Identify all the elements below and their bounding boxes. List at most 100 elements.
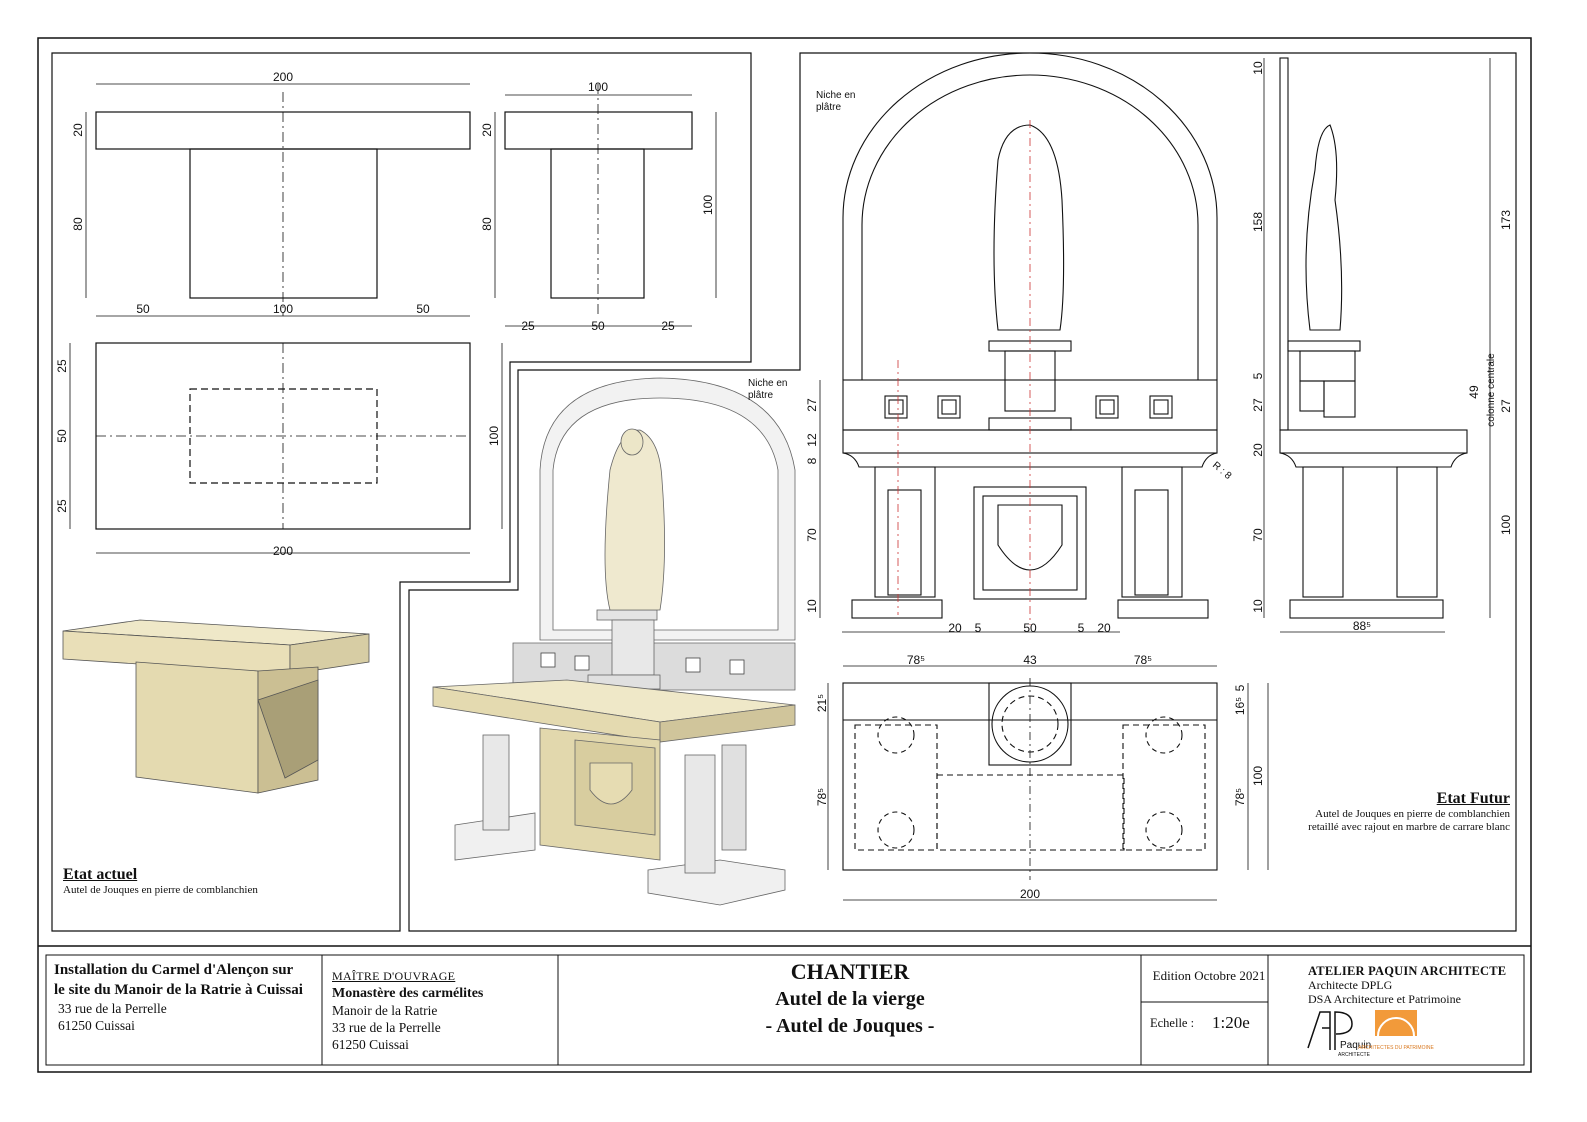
title-block-grid — [45, 954, 1525, 1066]
etat-futur-description-2: retaillé avec rajout en marbre de carrar… — [1308, 821, 1510, 833]
project-title: Installation du Carmel d'Alençon sur le … — [54, 962, 303, 998]
dim-plan-21-5: 21⁵ — [815, 694, 829, 712]
dim-plan-78-5-left: 78⁵ — [907, 653, 925, 667]
dim-side-20b: 20 — [1251, 443, 1265, 457]
note-colonne: colonne centrale — [1486, 353, 1497, 427]
chantier-sub-2: - Autel de Jouques - — [765, 1015, 935, 1037]
architect-name: ATELIER PAQUIN ARCHITECTE — [1308, 964, 1507, 978]
etat-actuel-description: Autel de Jouques en pierre de comblanchi… — [63, 884, 258, 896]
maitre-label: MAÎTRE D'OUVRAGE — [332, 969, 456, 983]
maitre-line-2: 33 rue de la Perrelle — [332, 1020, 441, 1035]
dim-actuel-100-mid: 100 — [273, 302, 293, 316]
dim-side-70: 70 — [1251, 528, 1265, 542]
panel-etat-actuel — [51, 52, 752, 932]
chantier-sub-1: Autel de la vierge — [775, 988, 925, 1010]
maitre-name: Monastère des carmélites — [332, 986, 484, 1001]
dim-side-height: 100 — [701, 195, 715, 215]
note-niche-3d-2: plâtre — [748, 390, 773, 401]
dim-plan-100-v: 100 — [1251, 766, 1265, 786]
dim-plan-43: 43 — [1023, 653, 1037, 667]
dim-side-50: 50 — [591, 319, 605, 333]
dim-side-27b: 27 — [1499, 399, 1513, 413]
tb-chantier: CHANTIER Autel de la vierge - Autel de J… — [562, 958, 1138, 1040]
architect-line-2: DSA Architecture et Patrimoine — [1308, 992, 1461, 1006]
dim-front-50: 50 — [1023, 621, 1037, 635]
dim-side-80: 80 — [480, 217, 494, 231]
dim-plan-25-top: 25 — [55, 359, 69, 373]
dim-front-5-right: 5 — [1078, 621, 1085, 635]
actuel-side-elevation — [494, 84, 717, 327]
dim-plan-16-5: 16⁵ — [1233, 697, 1247, 715]
dim-front-70: 70 — [805, 528, 819, 542]
dim-front-5-left: 5 — [975, 621, 982, 635]
futur-side-elevation — [1263, 57, 1491, 633]
architectes-patrimoine-logo — [1375, 1010, 1417, 1037]
futur-3d-altar — [432, 377, 796, 906]
logo-text-paquin: Paquin — [1340, 1040, 1371, 1051]
note-niche-1: Niche en — [816, 90, 855, 101]
dim-side-173: 173 — [1499, 210, 1513, 230]
tb-project: Installation du Carmel d'Alençon sur le … — [54, 960, 304, 1034]
dim-side-25-right: 25 — [661, 319, 675, 333]
dim-plan-100: 100 — [487, 426, 501, 446]
dim-side-100b: 100 — [1499, 515, 1513, 535]
maitre-line-1: Manoir de la Ratrie — [332, 1003, 438, 1018]
dim-side-5: 5 — [1251, 372, 1265, 379]
note-niche-3d-1: Niche en — [748, 378, 787, 389]
dim-front-20-right: 20 — [1097, 621, 1111, 635]
dim-actuel-leg-80: 80 — [71, 217, 85, 231]
panel-etat-futur — [408, 52, 1517, 932]
dim-side-27: 27 — [1251, 398, 1265, 412]
scale-label: Echelle : — [1150, 1016, 1195, 1030]
etat-futur-description-1: Autel de Jouques en pierre de comblanchi… — [1315, 808, 1510, 820]
dim-front-27: 27 — [805, 398, 819, 412]
dim-actuel-50-left: 50 — [136, 302, 150, 316]
etat-futur-heading: Etat Futur — [1436, 790, 1510, 807]
dim-side-49: 49 — [1467, 385, 1481, 399]
dim-actuel-50-right: 50 — [416, 302, 430, 316]
logo-text-architecte: ARCHITECTE — [1338, 1052, 1371, 1058]
scale-value: 1:20e — [1212, 1013, 1250, 1032]
paquin-logo — [1307, 1011, 1353, 1050]
project-address-1: 33 rue de la Perrelle — [58, 1001, 167, 1016]
dim-front-12: 12 — [805, 433, 819, 447]
dim-plan-200-h: 200 — [1020, 887, 1040, 901]
sheet-border — [37, 37, 1532, 1073]
dim-actuel-width: 200 — [273, 70, 293, 84]
dim-plan-78-5-r: 78⁵ — [1233, 788, 1247, 806]
tb-edition: Edition Octobre 2021 — [1152, 968, 1266, 983]
actuel-front-elevation — [85, 83, 471, 317]
label-etat-actuel: Etat actuel Autel de Jouques en pierre d… — [63, 866, 258, 897]
etat-actuel-heading: Etat actuel — [63, 866, 138, 883]
dim-side-158: 158 — [1251, 212, 1265, 232]
project-address-2: 61250 Cuissai — [58, 1018, 135, 1033]
chantier-title: CHANTIER — [790, 959, 910, 984]
dim-plan-78-5-v: 78⁵ — [815, 788, 829, 806]
logo-text-patrimoine: ARCHITECTES DU PATRIMOINE — [1358, 1045, 1434, 1051]
dim-side-10-bottom: 10 — [1251, 599, 1265, 613]
tb-architect: ATELIER PAQUIN ARCHITECTE Architecte DPL… — [1308, 964, 1523, 1006]
actuel-3d-altar — [62, 619, 370, 794]
futur-front-elevation — [819, 52, 1218, 633]
dim-front-20-left: 20 — [948, 621, 962, 635]
maitre-line-3: 61250 Cuissai — [332, 1037, 409, 1052]
dim-side-10-top: 10 — [1251, 61, 1265, 75]
dim-plan-50: 50 — [55, 429, 69, 443]
label-etat-futur: Etat Futur Autel de Jouques en pierre de… — [1290, 790, 1510, 834]
note-radius: R : 8 — [1210, 460, 1234, 482]
futur-plan-view — [827, 665, 1269, 901]
dim-plan-5: 5 — [1233, 684, 1247, 691]
dim-side-88-5: 88⁵ — [1353, 619, 1371, 633]
actuel-plan-view — [69, 342, 503, 554]
architect-line-1: Architecte DPLG — [1308, 978, 1393, 992]
dim-plan-200: 200 — [273, 544, 293, 558]
dim-plan-25-bottom: 25 — [55, 499, 69, 513]
tb-scale: Echelle : 1:20e — [1150, 1013, 1250, 1032]
dim-front-8: 8 — [805, 457, 819, 464]
dim-side-20: 20 — [480, 123, 494, 137]
tb-maitre-ouvrage: MAÎTRE D'OUVRAGE Monastère des carmélite… — [332, 968, 552, 1053]
dim-actuel-top-20: 20 — [71, 123, 85, 137]
note-niche-2: plâtre — [816, 102, 841, 113]
dim-side-width: 100 — [588, 80, 608, 94]
